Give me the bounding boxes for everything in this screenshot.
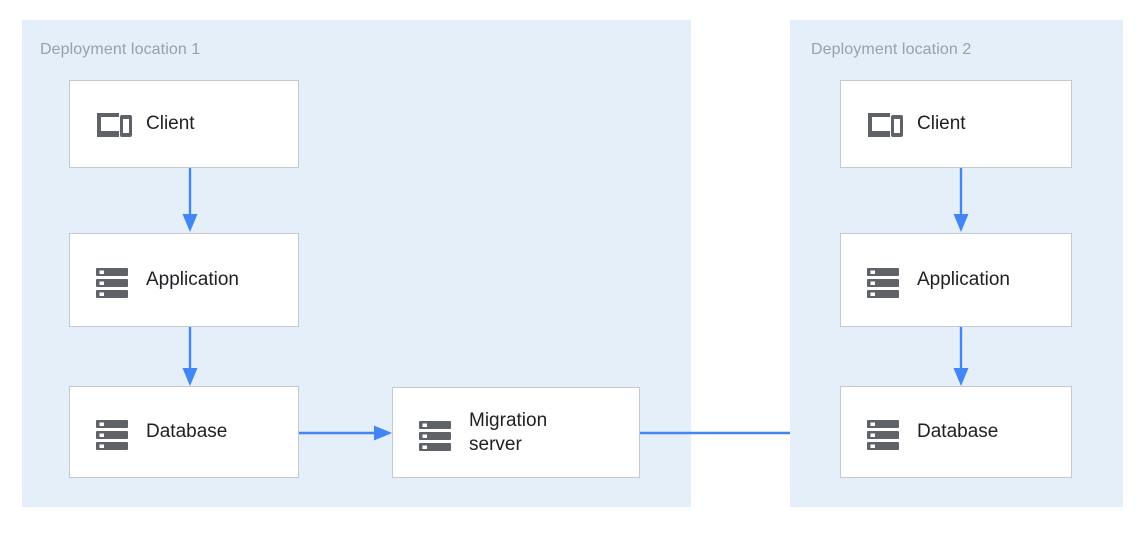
server-icon (92, 260, 132, 300)
node-application-2-label: Application (917, 269, 1010, 290)
server-icon (415, 413, 455, 453)
node-client-1-label: Client (146, 113, 195, 134)
devices-icon (863, 104, 903, 144)
node-client-1[interactable]: Client (69, 80, 299, 168)
node-client-2-label: Client (917, 113, 966, 134)
deployment-zone-2-label: Deployment location 2 (811, 41, 972, 58)
edge-client2-to-app2 (953, 168, 969, 233)
deployment-zone-1-label: Deployment location 1 (40, 41, 201, 58)
edge-db1-to-migration (299, 425, 393, 441)
edge-client1-to-app1 (182, 168, 198, 233)
node-application-1-label: Application (146, 269, 239, 290)
node-application-1[interactable]: Application (69, 233, 299, 327)
node-database-1-label: Database (146, 421, 228, 442)
node-database-2[interactable]: Database (840, 386, 1072, 478)
node-application-2[interactable]: Application (840, 233, 1072, 327)
devices-icon (92, 104, 132, 144)
node-migration-server[interactable]: Migration server (392, 387, 640, 478)
edge-app1-to-db1 (182, 327, 198, 387)
node-client-2[interactable]: Client (840, 80, 1072, 168)
edge-app2-to-db2 (953, 327, 969, 387)
node-database-1[interactable]: Database (69, 386, 299, 478)
server-icon (863, 412, 903, 452)
server-icon (863, 260, 903, 300)
node-migration-server-label: Migration server (469, 409, 548, 455)
node-database-2-label: Database (917, 421, 999, 442)
server-icon (92, 412, 132, 452)
